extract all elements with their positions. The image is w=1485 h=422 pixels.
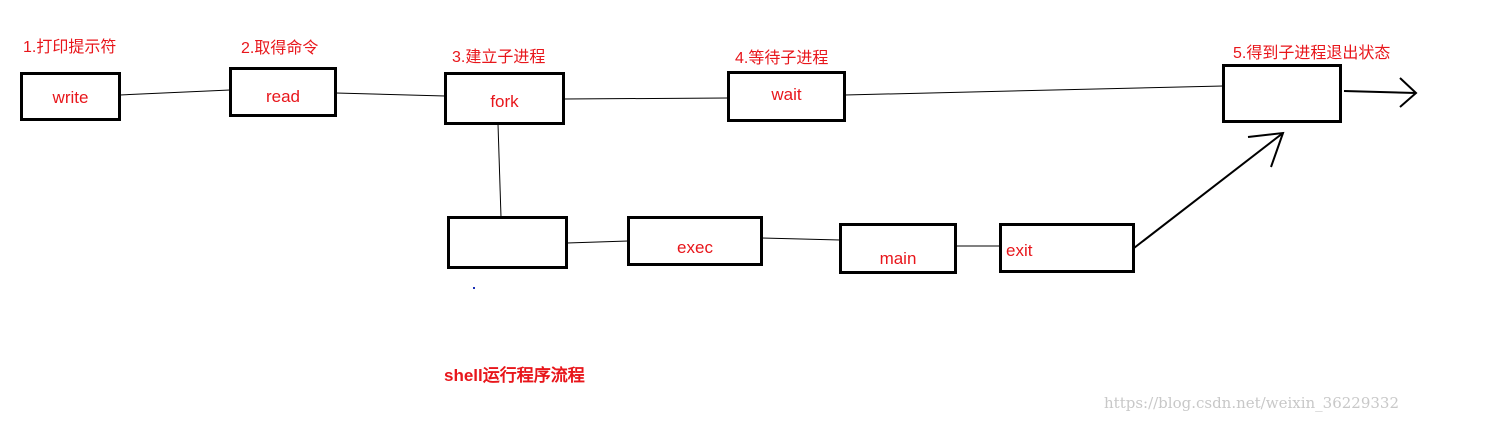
watermark-url: https://blog.csdn.net/weixin_36229332 xyxy=(1104,394,1400,412)
step-4-label: 4.等待子进程 xyxy=(735,50,829,67)
exec-label: exec xyxy=(677,238,713,257)
wait-label: wait xyxy=(771,85,802,104)
main-box: main xyxy=(839,223,957,274)
exit-label: exit xyxy=(1006,241,1033,260)
connector-write-read xyxy=(119,89,231,96)
read-box: read xyxy=(229,67,337,117)
connector-wait-result xyxy=(844,85,1224,96)
main-label: main xyxy=(879,249,917,268)
exit-box: exit xyxy=(999,223,1135,273)
step-1-label: 1.打印提示符 xyxy=(23,39,117,56)
write-label: write xyxy=(52,88,89,107)
arrow-output xyxy=(1343,77,1418,108)
connector-read-fork xyxy=(335,92,446,97)
connector-fork-child xyxy=(497,123,502,218)
connector-exec-main xyxy=(761,237,841,241)
write-box: write xyxy=(20,72,121,121)
arrow-exit-to-result xyxy=(1133,131,1285,249)
fork-label: fork xyxy=(490,92,519,111)
exit-status-box xyxy=(1222,64,1342,123)
connector-child-exec xyxy=(566,240,629,244)
diagram-caption: shell运行程序流程 xyxy=(444,366,585,385)
stray-dot xyxy=(473,287,475,289)
child-process-box xyxy=(447,216,568,269)
wait-box: wait xyxy=(727,71,846,122)
read-label: read xyxy=(265,87,301,106)
step-5-label: 5.得到子进程退出状态 xyxy=(1233,45,1391,62)
step-2-label: 2.取得命令 xyxy=(241,40,319,57)
connector-fork-wait xyxy=(563,97,729,100)
exec-box: exec xyxy=(627,216,763,266)
step-3-label: 3.建立子进程 xyxy=(452,49,546,66)
fork-box: fork xyxy=(444,72,565,125)
